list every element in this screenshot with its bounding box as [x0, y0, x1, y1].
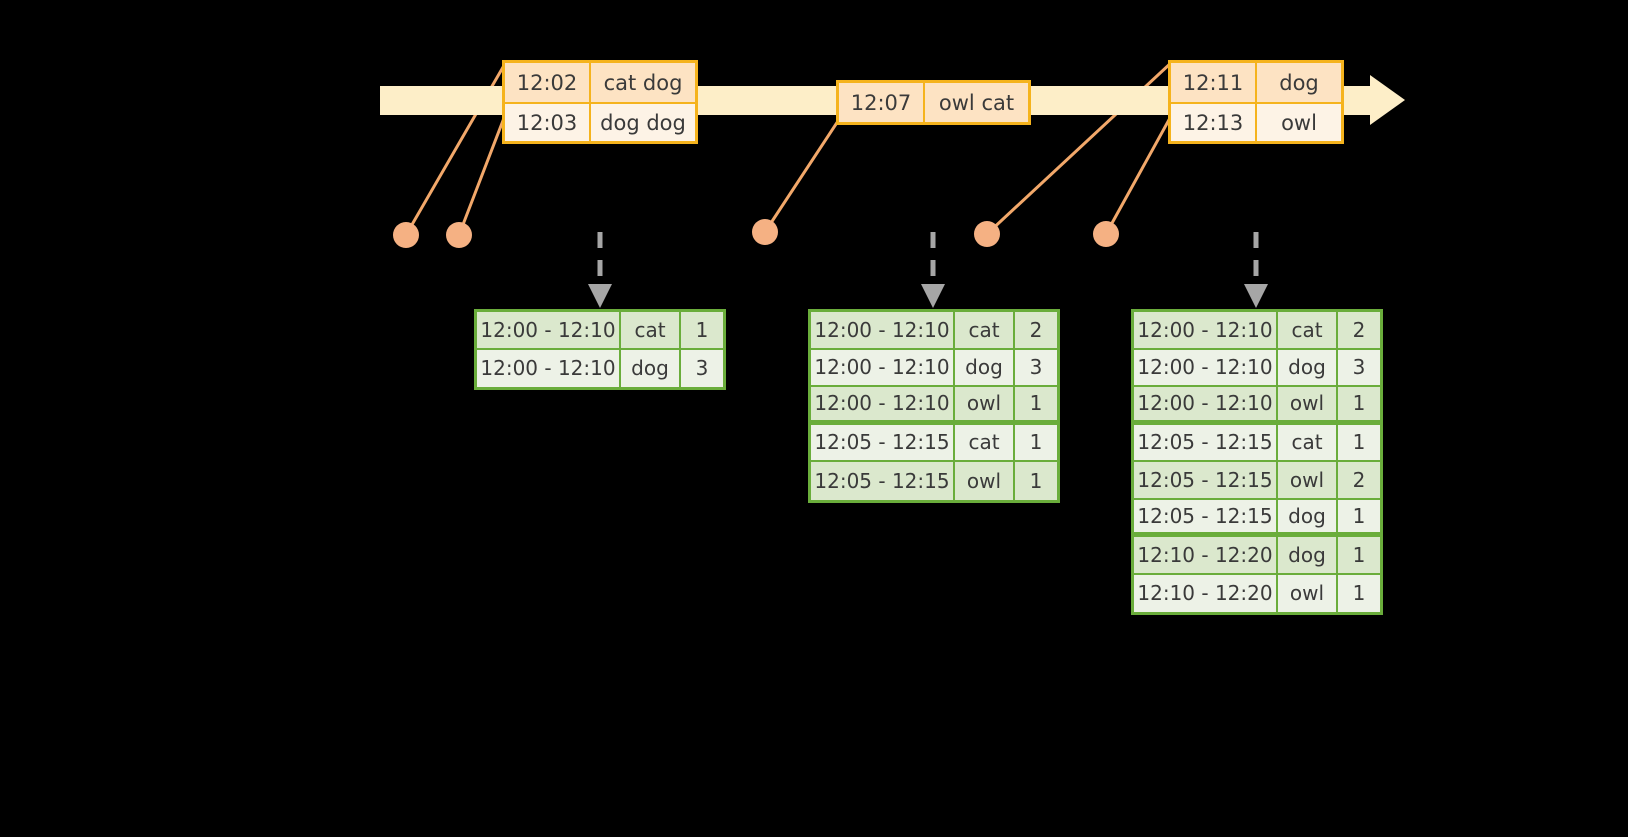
event-words: owl cat [923, 83, 1028, 122]
cell-window: 12:10 - 12:20 [1134, 537, 1278, 575]
event-dot-1 [393, 222, 419, 248]
event-time: 12:13 [1171, 104, 1255, 141]
cell-window: 12:00 - 12:10 [811, 387, 955, 425]
cell-window: 12:05 - 12:15 [1134, 499, 1278, 537]
cell-count: 3 [681, 349, 723, 387]
cell-count: 2 [1338, 312, 1380, 350]
cell-word: cat [1278, 424, 1338, 462]
event-dot-4 [974, 221, 1000, 247]
cell-count: 1 [1338, 499, 1380, 537]
event-row: 12:13 owl [1171, 102, 1341, 141]
cell-window: 12:00 - 12:10 [811, 312, 955, 350]
event-dot-3 [752, 219, 778, 245]
cell-word: owl [955, 387, 1015, 425]
cell-word: owl [1278, 462, 1338, 500]
event-group-3: 12:11 dog 12:13 owl [1168, 60, 1344, 144]
cell-word: dog [1278, 349, 1338, 387]
cell-word: cat [1278, 312, 1338, 350]
cell-word: dog [1278, 537, 1338, 575]
event-row: 12:11 dog [1171, 63, 1341, 102]
cell-word: cat [955, 424, 1015, 462]
connector-line-2 [457, 116, 506, 237]
cell-window: 12:05 - 12:15 [1134, 462, 1278, 500]
cell-window: 12:00 - 12:10 [477, 349, 621, 387]
event-row: 12:02 cat dog [505, 63, 695, 102]
cell-word: dog [1278, 499, 1338, 537]
event-time: 12:03 [505, 104, 589, 141]
event-words: owl [1255, 104, 1341, 141]
cell-count: 3 [1015, 349, 1057, 387]
event-words: dog dog [589, 104, 695, 141]
cell-window: 12:05 - 12:15 [811, 424, 955, 462]
cell-count: 1 [1015, 424, 1057, 462]
cell-window: 12:05 - 12:15 [1134, 424, 1278, 462]
cell-window: 12:00 - 12:10 [1134, 349, 1278, 387]
event-row: 12:03 dog dog [505, 102, 695, 141]
event-time: 12:07 [839, 83, 923, 122]
event-row: 12:07 owl cat [839, 83, 1028, 122]
event-group-2: 12:07 owl cat [836, 80, 1031, 125]
cell-window: 12:00 - 12:10 [1134, 387, 1278, 425]
event-dot-2 [446, 222, 472, 248]
event-words: cat dog [589, 63, 695, 102]
cell-window: 12:00 - 12:10 [811, 349, 955, 387]
connector-line-5 [1104, 116, 1172, 236]
cell-window: 12:00 - 12:10 [477, 312, 621, 350]
cell-word: cat [621, 312, 681, 350]
cell-count: 1 [1338, 424, 1380, 462]
event-group-1: 12:02 cat dog 12:03 dog dog [502, 60, 698, 144]
cell-count: 3 [1338, 349, 1380, 387]
cell-word: dog [955, 349, 1015, 387]
cell-count: 1 [681, 312, 723, 350]
event-words: dog [1255, 63, 1341, 102]
cell-count: 2 [1015, 312, 1057, 350]
cell-count: 1 [1015, 387, 1057, 425]
event-dot-5 [1093, 221, 1119, 247]
emit-arrow-head-1 [588, 284, 612, 308]
cell-window: 12:05 - 12:15 [811, 462, 955, 500]
emit-arrow-head-2 [921, 284, 945, 308]
cell-window: 12:00 - 12:10 [1134, 312, 1278, 350]
cell-word: owl [1278, 574, 1338, 612]
emit-arrow-head-3 [1244, 284, 1268, 308]
event-time: 12:02 [505, 63, 589, 102]
cell-word: cat [955, 312, 1015, 350]
cell-count: 1 [1338, 387, 1380, 425]
cell-word: owl [955, 462, 1015, 500]
cell-count: 1 [1338, 537, 1380, 575]
stream-timeline-arrowhead [1370, 75, 1405, 125]
cell-word: dog [621, 349, 681, 387]
cell-count: 1 [1338, 574, 1380, 612]
cell-word: owl [1278, 387, 1338, 425]
connector-line-3 [763, 116, 842, 234]
cell-count: 1 [1015, 462, 1057, 500]
event-time: 12:11 [1171, 63, 1255, 102]
cell-count: 2 [1338, 462, 1380, 500]
cell-window: 12:10 - 12:20 [1134, 574, 1278, 612]
